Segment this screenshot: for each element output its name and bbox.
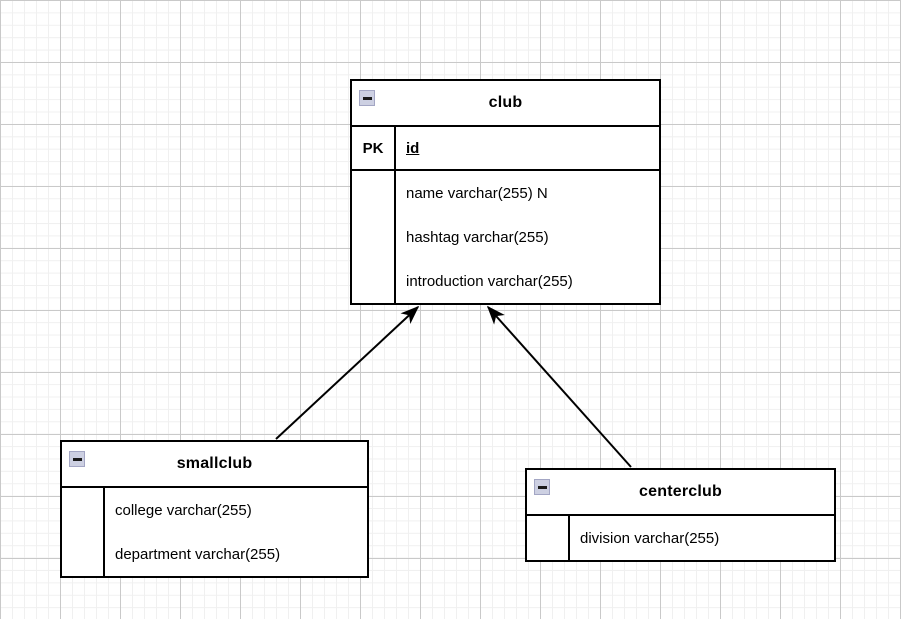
entity-club[interactable]: club PK id name varchar(255) N hashtag v… (350, 79, 661, 305)
row-key-badge (62, 488, 105, 532)
relationship-smallclub-to-club[interactable] (275, 305, 420, 440)
row-attribute-name: hashtag varchar(255) (406, 228, 549, 246)
minus-icon[interactable] (69, 451, 85, 467)
row-attribute-name: name varchar(255) N (406, 184, 548, 202)
row-attribute-name: college varchar(255) (115, 501, 252, 519)
entity-club-title: club (488, 94, 523, 111)
table-row[interactable]: department varchar(255) (62, 532, 367, 576)
table-row[interactable]: PK id (352, 127, 659, 171)
entity-smallclub-header[interactable]: smallclub (62, 442, 367, 488)
entity-smallclub-title: smallclub (176, 455, 253, 472)
minus-icon-bar (72, 457, 82, 461)
row-key-badge (62, 532, 105, 576)
relationship-centerclub-to-club[interactable] (486, 305, 632, 468)
table-row[interactable]: name varchar(255) N (352, 171, 659, 215)
table-row[interactable]: hashtag varchar(255) (352, 215, 659, 259)
table-row[interactable]: introduction varchar(255) (352, 259, 659, 303)
entity-centerclub-header[interactable]: centerclub (527, 470, 834, 516)
row-key-badge (527, 516, 570, 560)
entity-club-attributes: name varchar(255) N hashtag varchar(255)… (352, 171, 659, 303)
minus-icon[interactable] (359, 90, 375, 106)
entity-centerclub-attributes: division varchar(255) (527, 516, 834, 560)
row-key-badge (352, 215, 396, 259)
row-key-badge (352, 259, 396, 303)
row-attribute-name: introduction varchar(255) (406, 272, 573, 290)
minus-icon[interactable] (534, 479, 550, 495)
entity-club-header[interactable]: club (352, 81, 659, 127)
entity-centerclub[interactable]: centerclub division varchar(255) (525, 468, 836, 562)
minus-icon-bar (537, 485, 547, 489)
table-row[interactable]: college varchar(255) (62, 488, 367, 532)
row-attribute-name: department varchar(255) (115, 545, 281, 563)
minus-icon-bar (362, 96, 372, 100)
row-attribute-name: id (406, 139, 420, 157)
entity-centerclub-title: centerclub (639, 483, 722, 500)
row-key-badge (352, 171, 396, 215)
entity-smallclub[interactable]: smallclub college varchar(255) departmen… (60, 440, 369, 578)
row-key-badge: PK (352, 127, 396, 169)
table-row[interactable]: division varchar(255) (527, 516, 834, 560)
entity-smallclub-attributes: college varchar(255) department varchar(… (62, 488, 367, 576)
row-attribute-name: division varchar(255) (580, 529, 720, 547)
